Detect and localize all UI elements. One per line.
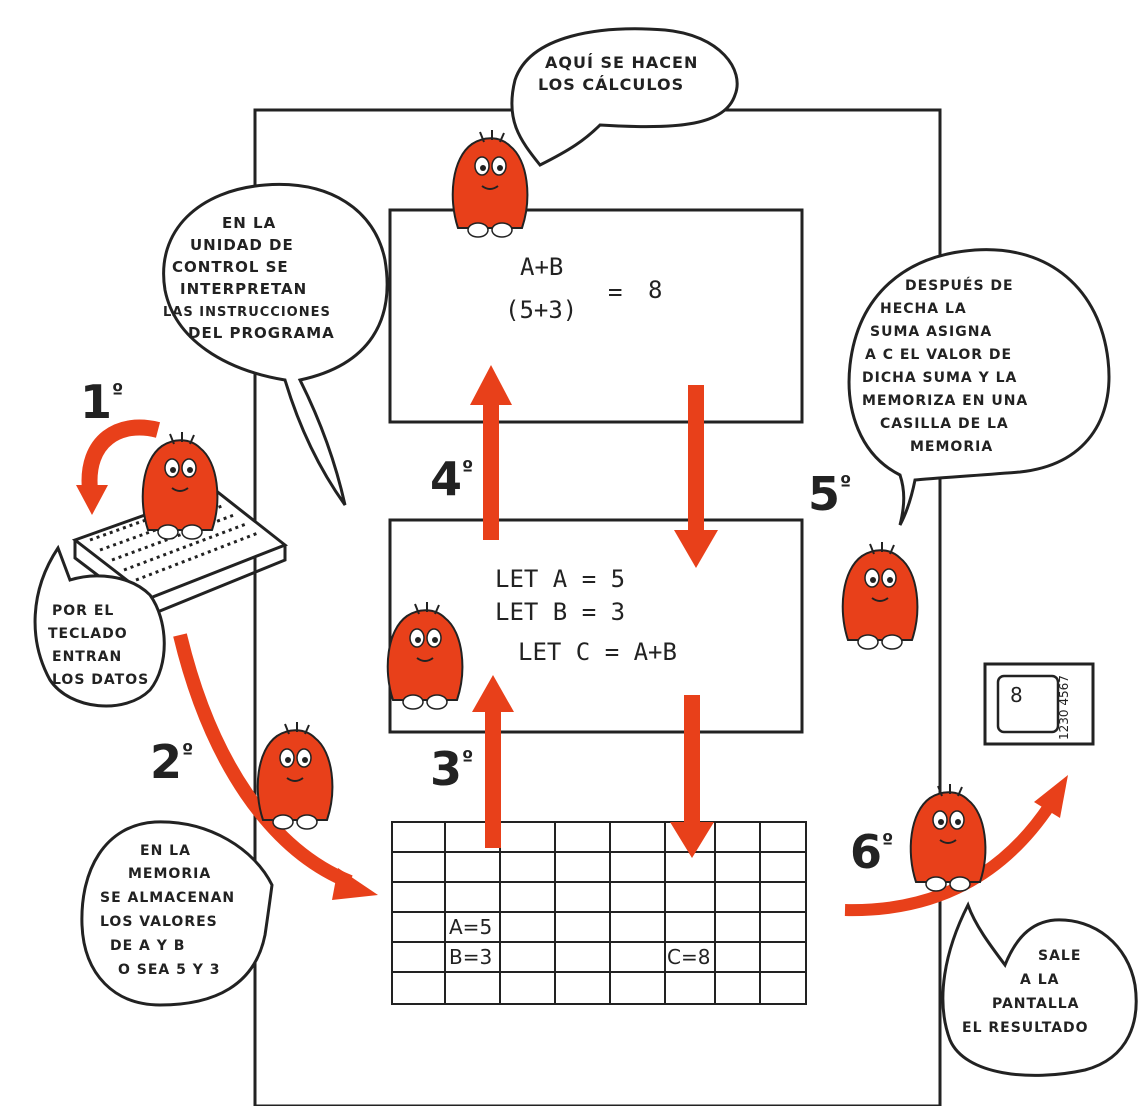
character-alu xyxy=(451,129,529,238)
monitor-keypad: 1230 4567 xyxy=(1057,675,1071,740)
bubble-control: EN LA UNIDAD DE CONTROL SE INTERPRETAN L… xyxy=(162,182,389,506)
bubble-control-line2: UNIDAD DE xyxy=(190,236,294,254)
arrow-memory-head xyxy=(332,868,378,900)
bubble-assign: DESPUÉS DE HECHA LA SUMA ASIGNA A C EL V… xyxy=(847,248,1111,526)
bubble-keyboard-line2: TECLADO xyxy=(48,626,128,642)
character-memory xyxy=(256,721,334,830)
arrow-screen-head xyxy=(1034,775,1068,818)
memory-cell-c: C=8 xyxy=(667,945,710,969)
bubble-screen-line1: SALE xyxy=(1038,948,1081,964)
bubble-control-line5: LAS INSTRUCCIONES xyxy=(163,305,331,320)
bubble-screen: SALE A LA PANTALLA EL RESULTADO xyxy=(941,901,1138,1077)
step-6-label: 6º xyxy=(850,825,893,879)
bubble-memory-line5: DE A Y B xyxy=(110,938,185,954)
bubble-assign-line6: MEMORIZA EN UNA xyxy=(862,393,1028,409)
bubble-memory-line6: O SEA 5 Y 3 xyxy=(118,962,221,978)
bubble-memory: EN LA MEMORIA SE ALMACENAN LOS VALORES D… xyxy=(80,820,274,1007)
bubble-assign-line3: SUMA ASIGNA xyxy=(870,324,992,340)
bubble-assign-line1: DESPUÉS DE xyxy=(905,277,1014,294)
bubble-alu-line2: LOS CÁLCULOS xyxy=(538,75,684,94)
step-3-label: 3º xyxy=(430,742,473,796)
character-assign xyxy=(841,541,919,650)
bubble-screen-line4: EL RESULTADO xyxy=(962,1020,1089,1036)
bubble-memory-line3: SE ALMACENAN xyxy=(100,890,235,906)
alu-line1: A+B xyxy=(520,253,563,281)
bubble-keyboard-line4: LOS DATOS xyxy=(52,672,149,688)
bubble-control-line3: CONTROL SE xyxy=(172,258,289,276)
bubble-memory-line4: LOS VALORES xyxy=(100,914,218,930)
bubble-keyboard: POR EL TECLADO ENTRAN LOS DATOS xyxy=(33,544,166,708)
program-line1: LET A = 5 xyxy=(495,565,625,593)
alu-equals: = xyxy=(608,278,622,306)
bubble-control-line6: DEL PROGRAMA xyxy=(188,324,335,342)
memory-cell-b: B=3 xyxy=(449,945,492,969)
bubble-control-line4: INTERPRETAN xyxy=(180,280,307,298)
arrow-step1-head xyxy=(76,485,108,515)
bubble-memory-line2: MEMORIA xyxy=(128,866,211,882)
bubble-alu-line1: AQUÍ SE HACEN xyxy=(545,53,698,72)
bubble-assign-line8: MEMORIA xyxy=(910,439,993,455)
alu-box xyxy=(388,208,804,424)
memory-grid xyxy=(391,821,807,1005)
bubble-memory-line1: EN LA xyxy=(140,843,191,859)
bubble-assign-line2: HECHA LA xyxy=(880,301,967,317)
bubble-control-line1: EN LA xyxy=(222,214,276,232)
program-line2: LET B = 3 xyxy=(495,598,625,626)
step-5-label: 5º xyxy=(808,467,851,521)
bubble-screen-line3: PANTALLA xyxy=(992,996,1080,1012)
arrow-keyboard-to-memory xyxy=(173,633,353,889)
bubble-assign-line5: DICHA SUMA Y LA xyxy=(862,370,1017,386)
arrow-memory-to-control xyxy=(472,675,514,848)
step-1-label: 1º xyxy=(80,375,123,429)
bubble-keyboard-line1: POR EL xyxy=(52,603,114,619)
bubble-screen-line2: A LA xyxy=(1020,972,1059,988)
monitor-illustration: 8 1230 4567 xyxy=(983,662,1095,746)
arrow-control-to-memory xyxy=(670,695,714,858)
character-screen xyxy=(909,783,987,892)
arrow-alu-to-control xyxy=(674,385,718,568)
character-keyboard xyxy=(141,431,219,540)
step-2-label: 2º xyxy=(150,735,193,789)
arrow-step1-curve xyxy=(81,419,161,491)
bubble-keyboard-line3: ENTRAN xyxy=(52,649,122,665)
alu-result: 8 xyxy=(648,276,662,304)
bubble-assign-line7: CASILLA DE LA xyxy=(880,416,1009,432)
arrow-control-to-alu xyxy=(470,365,512,540)
program-line3: LET C = A+B xyxy=(518,638,677,666)
bubble-assign-line4: A C EL VALOR DE xyxy=(865,347,1012,363)
alu-line2: (5+3) xyxy=(505,296,577,324)
memory-cell-a: A=5 xyxy=(449,915,492,939)
step-4-label: 4º xyxy=(430,452,473,506)
monitor-value: 8 xyxy=(1010,683,1023,707)
bubble-alu: AQUÍ SE HACEN LOS CÁLCULOS xyxy=(510,27,739,167)
